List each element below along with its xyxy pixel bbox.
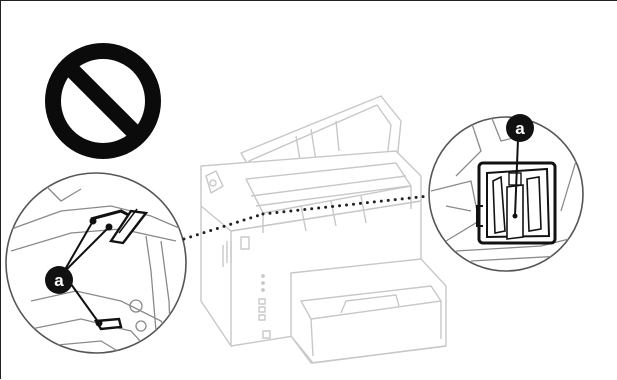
right-callout-label: a <box>515 119 525 138</box>
left-detail-inset: a <box>6 173 186 353</box>
right-detail-inset: a <box>429 113 586 271</box>
left-callout-label: a <box>54 271 64 290</box>
printer-illustration <box>201 96 446 363</box>
prohibited-icon <box>53 51 153 151</box>
